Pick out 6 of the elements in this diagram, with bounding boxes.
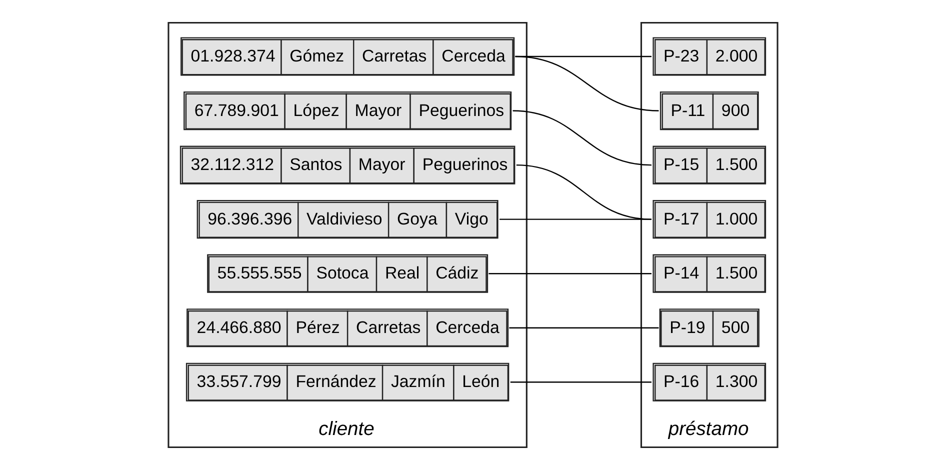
connector xyxy=(512,110,652,166)
connector xyxy=(510,382,651,383)
connector xyxy=(488,273,651,274)
connector xyxy=(514,56,658,112)
connector xyxy=(499,218,651,220)
connector xyxy=(508,327,658,328)
